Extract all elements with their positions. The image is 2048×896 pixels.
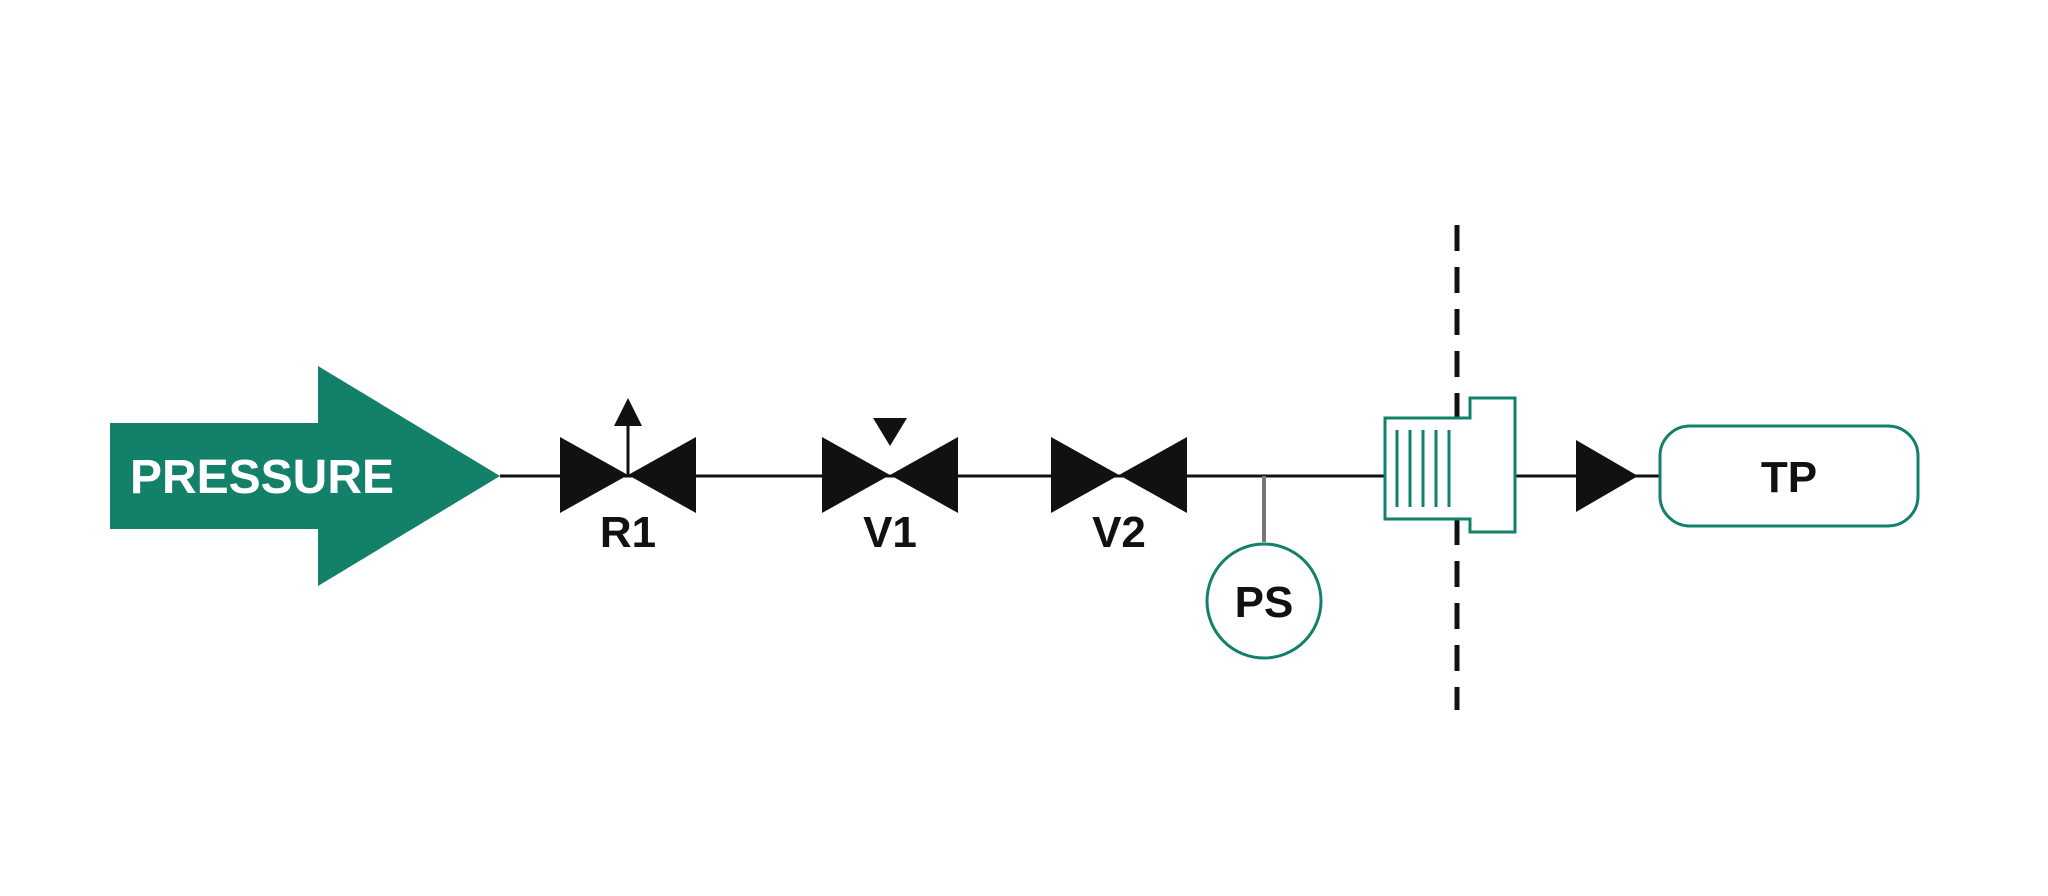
- valve-icon: [1051, 437, 1119, 513]
- valve-right-triangle: [1119, 437, 1187, 513]
- r1-label: R1: [600, 508, 656, 557]
- valve-right-triangle: [890, 437, 958, 513]
- regulator-valve-r1: R1: [560, 398, 696, 557]
- pressure-source: PRESSURE: [110, 366, 500, 586]
- arrow-right-icon: [110, 366, 500, 586]
- pressure-label: PRESSURE: [130, 451, 394, 504]
- regulator-valve-icon: [560, 437, 628, 513]
- pressure-sensor-icon: [1205, 542, 1323, 660]
- test-port-box: [1658, 424, 1920, 528]
- flow-arrow-icon: [1576, 440, 1638, 512]
- actuator-triangle-icon: [873, 418, 907, 446]
- connector-fitting: [1383, 396, 1517, 534]
- ps-label: PS: [1235, 578, 1294, 627]
- actuated-valve-v1: V1: [822, 418, 958, 557]
- tp-label: TP: [1761, 453, 1817, 502]
- valve-icon: [822, 437, 890, 513]
- v1-label: V1: [863, 508, 917, 557]
- valve-v2: V2: [1051, 437, 1187, 557]
- regulator-valve-right-triangle: [628, 437, 696, 513]
- up-arrow-icon: [614, 398, 642, 426]
- v2-label: V2: [1092, 508, 1146, 557]
- test-port-tp: TP: [1658, 424, 1920, 528]
- pressure-sensor-ps: PS: [1205, 476, 1323, 660]
